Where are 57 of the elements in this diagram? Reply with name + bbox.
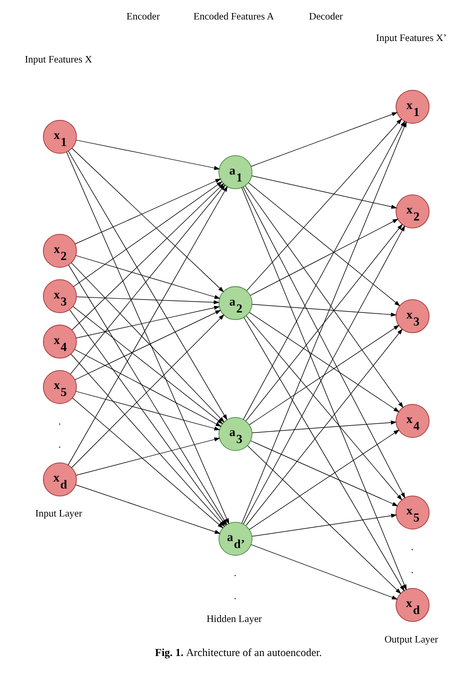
arrow — [71, 314, 224, 468]
caption: Fig. 1. Architecture of an autoencoder. — [154, 646, 322, 659]
arrow — [76, 437, 220, 476]
arrow — [72, 183, 224, 330]
arrow — [243, 225, 406, 524]
arrow — [72, 306, 224, 424]
arrow — [246, 328, 403, 526]
label: . — [58, 439, 61, 450]
arrow — [249, 324, 400, 426]
label: . — [411, 542, 414, 553]
arrow — [70, 184, 226, 374]
arrow — [247, 445, 402, 594]
arrow — [76, 296, 220, 304]
arrow — [242, 186, 406, 498]
label: . — [234, 591, 236, 602]
label: Output Layer — [384, 634, 438, 646]
arrow — [250, 440, 398, 506]
label: Encoded Features A — [193, 11, 274, 22]
arrow — [76, 391, 220, 430]
label: Input Features X — [24, 54, 92, 66]
arrow — [248, 182, 400, 306]
label: . — [58, 416, 61, 428]
arrow — [246, 316, 402, 500]
label: Hidden Layer — [206, 614, 262, 626]
arrow — [71, 262, 225, 423]
arrow — [73, 181, 222, 287]
arrow — [250, 544, 398, 600]
arrow — [246, 224, 403, 422]
arrow — [68, 150, 228, 420]
label: Input Features X’ — [376, 32, 447, 44]
arrow — [68, 186, 228, 466]
label: . — [411, 564, 414, 576]
arrow — [250, 112, 398, 167]
arrow — [72, 148, 224, 292]
arrow — [250, 218, 399, 296]
label: Input Layer — [35, 508, 82, 520]
arrow — [252, 304, 397, 317]
label: Decoder — [309, 11, 343, 22]
arrow — [252, 420, 397, 434]
arrow — [74, 310, 222, 380]
label: . — [234, 568, 236, 580]
arrow — [76, 306, 220, 338]
arrow — [74, 178, 222, 244]
label: Encoder — [126, 11, 160, 22]
arrow — [246, 118, 402, 291]
arrow — [72, 398, 224, 528]
arrow — [252, 514, 397, 537]
arrow — [76, 140, 220, 170]
arrow — [74, 349, 222, 427]
arrow — [244, 186, 404, 408]
arrow — [252, 176, 398, 209]
arrow — [249, 312, 400, 412]
arrow — [241, 187, 407, 590]
arrow — [75, 484, 221, 534]
arrow — [249, 430, 400, 530]
arrow — [244, 317, 405, 592]
arrow — [75, 255, 220, 299]
